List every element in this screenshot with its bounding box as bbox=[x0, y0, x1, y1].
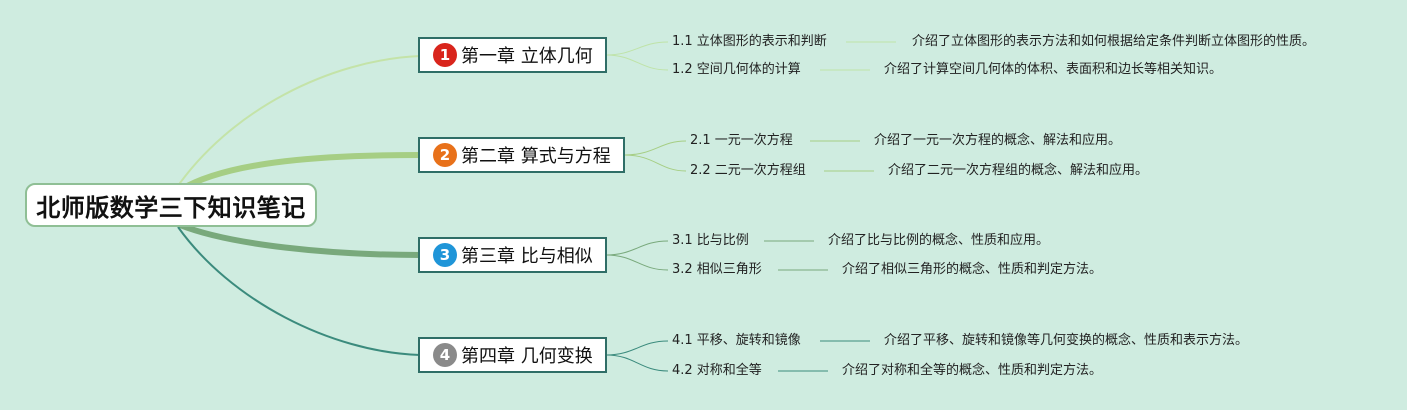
section-description-4-2: 介绍了对称和全等的概念、性质和判定方法。 bbox=[842, 363, 1103, 378]
chapter-node-1[interactable]: 1 第一章 立体几何 bbox=[418, 37, 607, 73]
chapter-title: 第三章 比与相似 bbox=[461, 246, 593, 267]
section-node-2-1[interactable]: 2.1 一元一次方程 bbox=[690, 133, 793, 148]
section-description-2-1: 介绍了一元一次方程的概念、解法和应用。 bbox=[874, 133, 1122, 148]
section-node-4-1[interactable]: 4.1 平移、旋转和镜像 bbox=[672, 333, 801, 348]
section-node-1-1[interactable]: 1.1 立体图形的表示和判断 bbox=[672, 34, 827, 49]
connector-ch2-s2 bbox=[623, 154, 687, 172]
chapter-number-badge: 1 bbox=[433, 43, 457, 67]
chapter-number-badge: 3 bbox=[433, 243, 457, 267]
section-description-1-1: 介绍了立体图形的表示方法和如何根据给定条件判断立体图形的性质。 bbox=[912, 34, 1316, 49]
section-description-3-1: 介绍了比与比例的概念、性质和应用。 bbox=[828, 233, 1050, 248]
root-node[interactable]: 北师版数学三下知识笔记 bbox=[25, 183, 317, 227]
chapter-number-badge: 4 bbox=[433, 343, 457, 367]
section-description-2-2: 介绍了二元一次方程组的概念、解法和应用。 bbox=[888, 163, 1149, 178]
connector-ch2-s1 bbox=[623, 140, 687, 156]
connector-root-ch1 bbox=[174, 55, 421, 191]
section-node-3-2[interactable]: 3.2 相似三角形 bbox=[672, 262, 762, 277]
connector-root-ch3 bbox=[178, 222, 421, 258]
chapter-title: 第四章 几何变换 bbox=[461, 346, 593, 367]
connector-ch3-s1 bbox=[605, 240, 669, 256]
connector-root-ch2 bbox=[178, 152, 421, 193]
connector-ch1-s1 bbox=[605, 41, 669, 56]
chapter-node-3[interactable]: 3 第三章 比与相似 bbox=[418, 237, 607, 273]
connector-ch1-s2 bbox=[605, 54, 669, 71]
section-node-2-2[interactable]: 2.2 二元一次方程组 bbox=[690, 163, 806, 178]
connector-root-ch4 bbox=[177, 226, 421, 356]
connector-ch4-s2 bbox=[605, 354, 669, 372]
section-description-1-2: 介绍了计算空间几何体的体积、表面积和边长等相关知识。 bbox=[884, 62, 1223, 77]
connector-ch3-s2 bbox=[605, 254, 669, 271]
chapter-title: 第二章 算式与方程 bbox=[461, 146, 611, 167]
chapter-title: 第一章 立体几何 bbox=[461, 46, 593, 67]
chapter-node-2[interactable]: 2 第二章 算式与方程 bbox=[418, 137, 625, 173]
section-node-1-2[interactable]: 1.2 空间几何体的计算 bbox=[672, 62, 801, 77]
connector-ch4-s1 bbox=[605, 340, 669, 356]
section-node-4-2[interactable]: 4.2 对称和全等 bbox=[672, 363, 762, 378]
section-node-3-1[interactable]: 3.1 比与比例 bbox=[672, 233, 749, 248]
chapter-node-4[interactable]: 4 第四章 几何变换 bbox=[418, 337, 607, 373]
root-title: 北师版数学三下知识笔记 bbox=[36, 193, 306, 222]
section-description-3-2: 介绍了相似三角形的概念、性质和判定方法。 bbox=[842, 262, 1103, 277]
chapter-number-badge: 2 bbox=[433, 143, 457, 167]
section-description-4-1: 介绍了平移、旋转和镜像等几何变换的概念、性质和表示方法。 bbox=[884, 333, 1249, 348]
